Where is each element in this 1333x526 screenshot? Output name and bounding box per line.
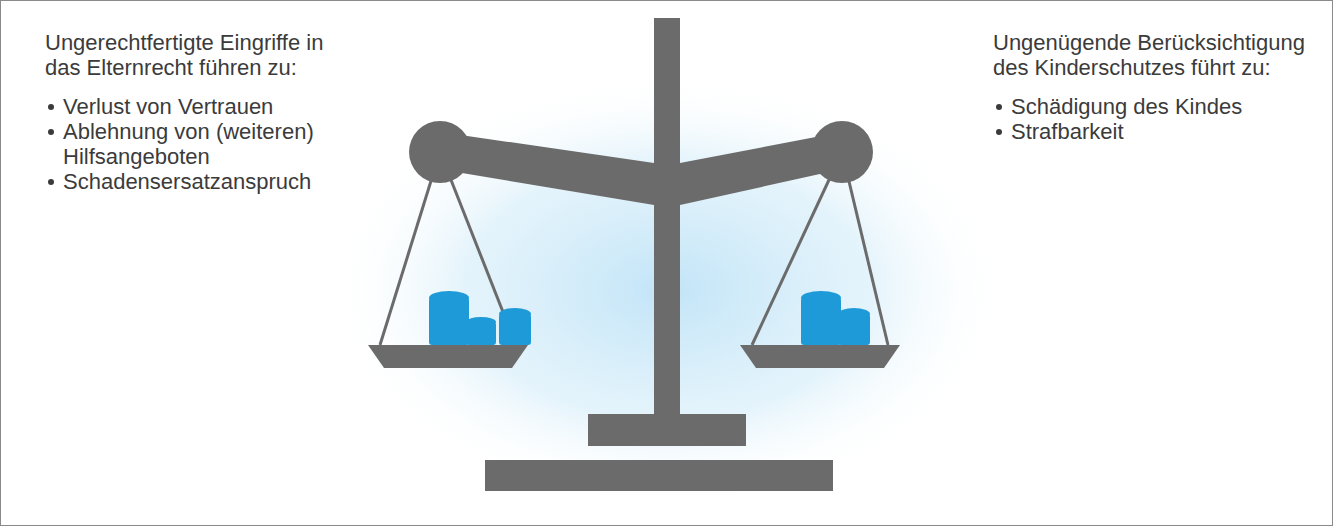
bullet-item: Verlust von Vertrauen <box>45 94 345 119</box>
scale-post <box>654 18 680 418</box>
scale-base <box>485 460 833 491</box>
right-text-column: Ungenügende Berücksichtigung des Kinders… <box>993 30 1321 144</box>
bullet-text: Schädigung des Kindes <box>1011 94 1242 119</box>
pan-string <box>752 152 842 345</box>
bullet-text: Strafbarkeit <box>1011 119 1124 144</box>
bullet-dot <box>48 104 54 110</box>
left-text-column: Ungerechtfertigte Eingriffe in das Elter… <box>45 30 345 194</box>
weights-right <box>801 291 870 345</box>
scale-beam-left <box>440 132 654 205</box>
heading-text: Ungerechtfertigte Eingriffe in das Elter… <box>45 30 345 80</box>
bullet-dot <box>48 129 54 135</box>
bullet-dot <box>996 129 1002 135</box>
bullet-item: Schadensersatzanspruch <box>45 169 345 194</box>
bullet-item: Strafbarkeit <box>993 119 1321 144</box>
bullet-item: Schädigung des Kindes <box>993 94 1321 119</box>
weights-left <box>429 291 531 345</box>
scale-pan-right <box>740 345 900 368</box>
bullet-dot <box>48 179 54 185</box>
scale-foot <box>588 414 746 446</box>
bullet-dot <box>996 104 1002 110</box>
bullet-text: Schadensersatzanspruch <box>63 169 311 194</box>
scale-pan-left <box>368 345 528 368</box>
heading-text: Ungenügende Berücksichtigung des Kinders… <box>993 30 1321 80</box>
bullet-text: Verlust von Vertrauen <box>63 94 273 119</box>
bullet-item: Ablehnung von (weiteren) Hilfsangeboten <box>45 119 345 169</box>
bullet-text: Ablehnung von (weiteren) Hilfsangeboten <box>63 119 314 169</box>
